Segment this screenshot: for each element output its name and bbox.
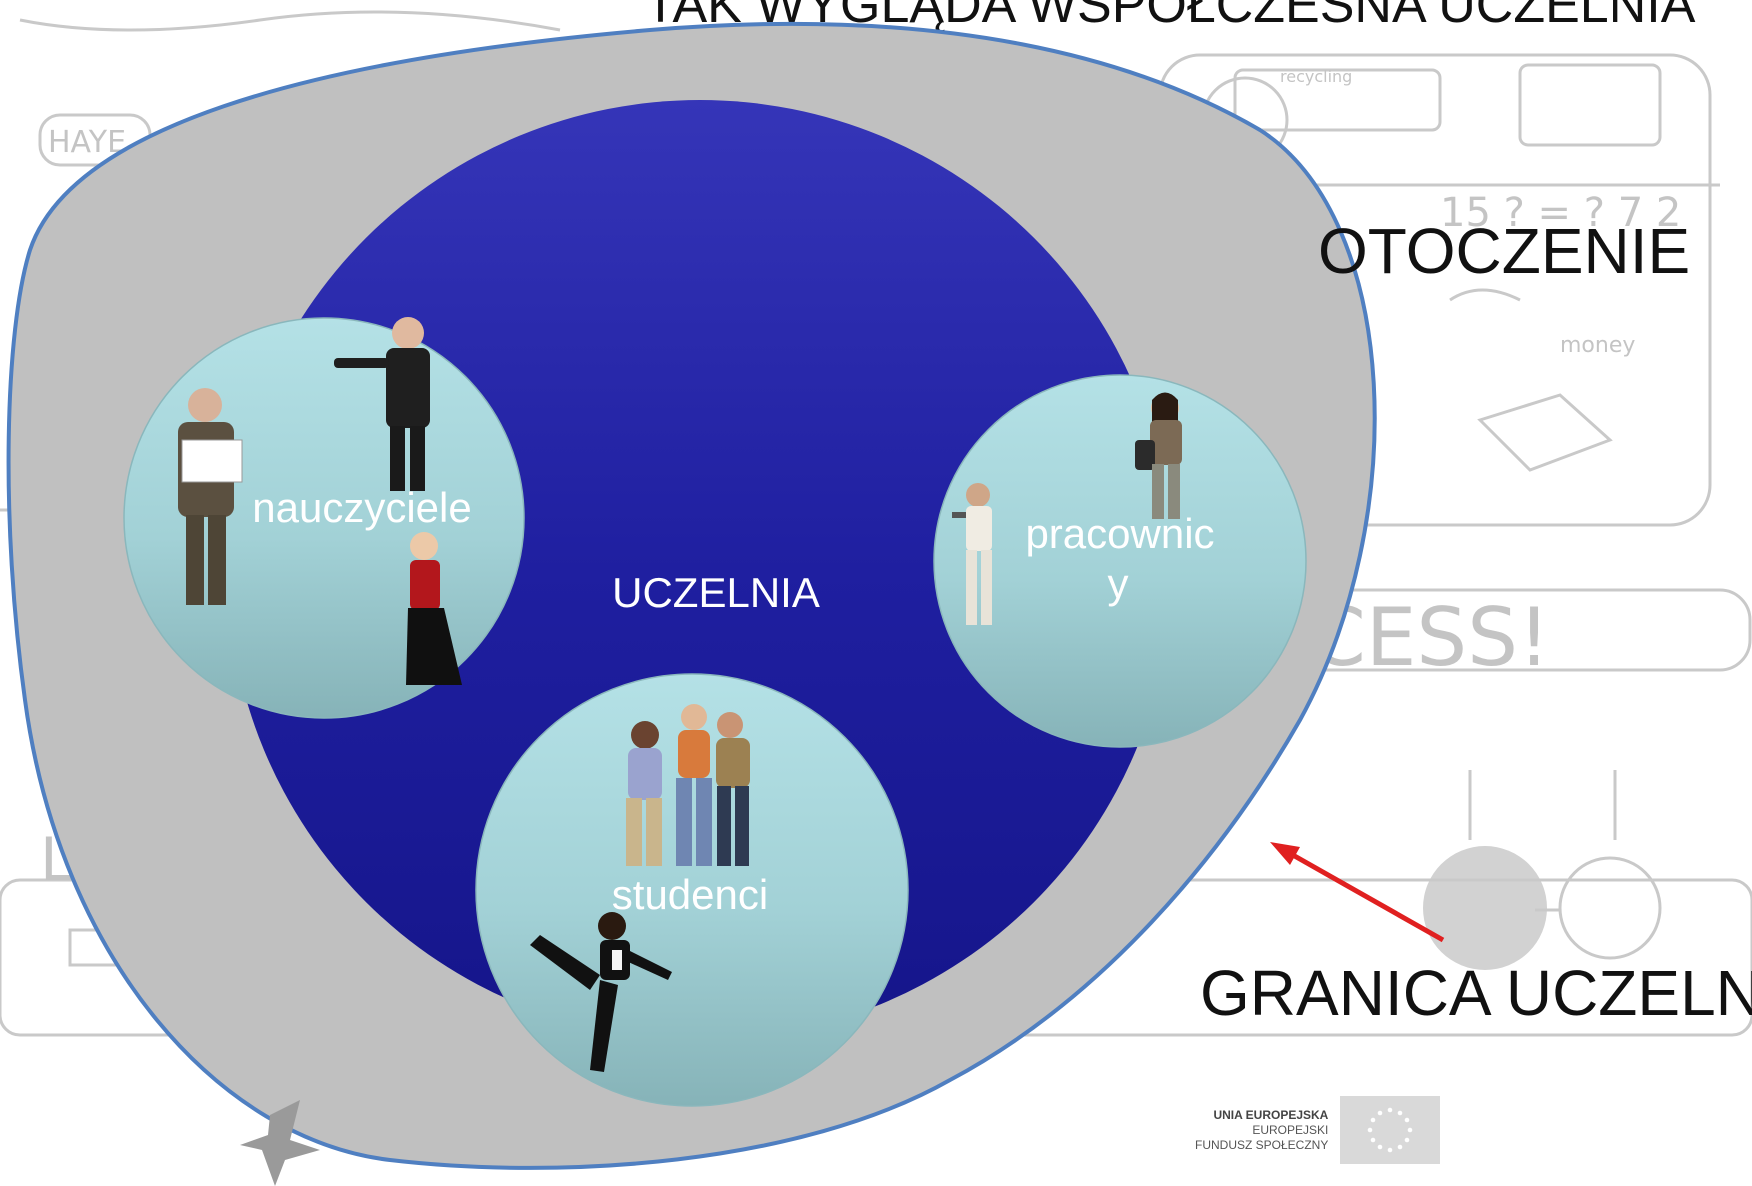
boundary-label: GRANICA UCZELNI	[1200, 957, 1752, 1029]
eu-logo-line3: FUNDUSZ SPOŁECZNY	[1195, 1137, 1329, 1152]
worker-figure-2	[952, 483, 992, 625]
eu-logo-line2: EUROPEJSKI	[1252, 1122, 1329, 1137]
human-capital-logo	[240, 1100, 320, 1186]
eu-logo: UNIA EUROPEJSKA EUROPEJSKI FUNDUSZ SPOŁE…	[1195, 1092, 1460, 1168]
teacher-figure-3	[406, 532, 462, 685]
workers-label-line1: pracownic	[1025, 510, 1214, 557]
eu-flag-icon	[1340, 1096, 1441, 1164]
worker-figure-1	[1135, 392, 1182, 519]
svg-text:recycling: recycling	[1280, 67, 1352, 86]
workers-label-line2: y	[1108, 560, 1129, 607]
students-circle	[475, 673, 909, 1107]
student-figure-4	[530, 912, 672, 1072]
boundary-arrow	[1270, 842, 1445, 943]
teacher-figure-2	[334, 317, 430, 491]
workers-circle	[933, 374, 1307, 748]
teachers-group: nauczyciele	[123, 317, 525, 719]
svg-text:money: money	[1560, 333, 1635, 358]
teacher-figure-1	[178, 388, 243, 605]
environment-label: OTOCZENIE	[1318, 215, 1690, 287]
university-label: UCZELNIA	[612, 569, 820, 616]
students-label: studenci	[612, 871, 768, 918]
students-group: studenci	[475, 673, 909, 1107]
student-figure-1	[626, 721, 662, 866]
teachers-label: nauczyciele	[252, 484, 471, 531]
eu-logo-text: UNIA EUROPEJSKA EUROPEJSKI FUNDUSZ SPOŁE…	[1195, 1108, 1328, 1153]
student-figure-3	[716, 712, 750, 866]
svg-text:HAYE: HAYE	[48, 125, 126, 160]
eu-logo-line1: UNIA EUROPEJSKA	[1213, 1107, 1329, 1122]
university-region	[228, 100, 1172, 1040]
background-sketch: HAYE CESS! 15 ? = ? 7 2 money recycling …	[0, 10, 1752, 1037]
svg-text:CESS!: CESS!	[1310, 591, 1550, 684]
workers-group: pracownic y	[933, 374, 1307, 748]
student-figure-2	[676, 704, 712, 866]
svg-text:15 ? = ? 7 2: 15 ? = ? 7 2	[1440, 190, 1681, 236]
